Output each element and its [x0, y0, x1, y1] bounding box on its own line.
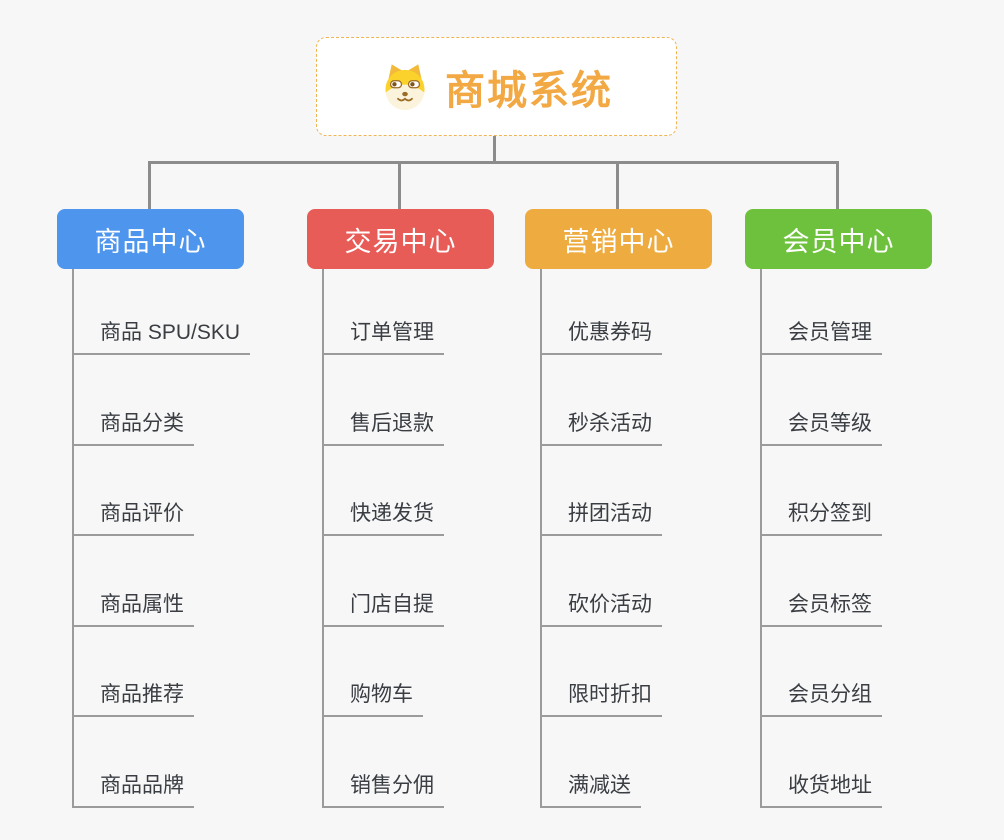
branch-label: 营销中心: [562, 226, 675, 257]
leaf-label: 会员标签: [788, 592, 872, 616]
leaf-node[interactable]: 积分签到: [762, 446, 882, 536]
leaf-node[interactable]: 砍价活动: [542, 536, 662, 627]
connector-drop-trade: [398, 161, 401, 210]
leaf-node[interactable]: 商品推荐: [74, 627, 194, 717]
leaf-node[interactable]: 满减送: [542, 717, 641, 808]
connector-root-trunk: [493, 135, 496, 162]
leaf-list-marketing-center: 优惠券码 秒杀活动 拼团活动 砍价活动 限时折扣 满减送: [540, 269, 712, 808]
leaf-label: 秒杀活动: [568, 411, 652, 435]
leaf-label: 商品评价: [100, 502, 184, 525]
leaf-list-member-center: 会员管理 会员等级 积分签到 会员标签 会员分组 收货地址: [760, 269, 932, 808]
connector-drop-product: [148, 161, 151, 210]
doge-icon: [385, 63, 425, 110]
leaf-label: 商品品牌: [100, 773, 184, 797]
leaf-label: 优惠券码: [568, 321, 652, 344]
leaf-node[interactable]: 门店自提: [324, 536, 444, 627]
leaf-label: 售后退款: [350, 411, 434, 435]
branch-label: 交易中心: [344, 226, 457, 257]
leaf-label: 会员分组: [788, 683, 872, 706]
root-title: 商城系统: [445, 68, 613, 113]
leaf-node[interactable]: 会员管理: [762, 269, 882, 355]
leaf-label: 商品属性: [100, 592, 184, 616]
branch-column-marketing-center: 营销中心 优惠券码 秒杀活动 拼团活动 砍价活动 限时折扣 满减送: [525, 209, 712, 808]
leaf-node[interactable]: 商品 SPU/SKU: [74, 269, 251, 355]
leaf-node[interactable]: 拼团活动: [542, 446, 662, 536]
branch-column-member-center: 会员中心 会员管理 会员等级 积分签到 会员标签 会员分组 收货地址: [745, 209, 932, 808]
leaf-node[interactable]: 会员标签: [762, 536, 882, 627]
leaf-node[interactable]: 商品评价: [74, 446, 194, 536]
leaf-node[interactable]: 售后退款: [324, 355, 444, 446]
leaf-node[interactable]: 秒杀活动: [542, 355, 662, 446]
leaf-label: 拼团活动: [568, 502, 652, 525]
leaf-node[interactable]: 会员等级: [762, 355, 882, 446]
connector-drop-member: [836, 161, 839, 210]
leaf-label: 满减送: [568, 773, 631, 797]
leaf-label: 砍价活动: [568, 592, 652, 616]
leaf-label: 快递发货: [350, 502, 434, 525]
leaf-label: 门店自提: [350, 592, 434, 616]
connector-drop-marketing: [616, 161, 619, 210]
leaf-label: 会员管理: [788, 321, 872, 344]
leaf-node[interactable]: 商品品牌: [74, 717, 194, 808]
leaf-node[interactable]: 商品分类: [74, 355, 194, 446]
branch-column-trade-center: 交易中心 订单管理 售后退款 快递发货 门店自提 购物车 销售分佣: [307, 209, 494, 808]
leaf-label: 会员等级: [788, 411, 872, 435]
leaf-label: 销售分佣: [350, 773, 434, 797]
connector-horizontal: [148, 161, 839, 164]
leaf-node[interactable]: 限时折扣: [542, 627, 662, 717]
root-node[interactable]: 商城系统: [316, 37, 677, 136]
leaf-label: 积分签到: [788, 502, 872, 525]
leaf-label: 限时折扣: [568, 683, 652, 706]
leaf-label: 商品 SPU/SKU: [100, 321, 241, 344]
leaf-node[interactable]: 购物车: [324, 627, 423, 717]
leaf-list-trade-center: 订单管理 售后退款 快递发货 门店自提 购物车 销售分佣: [322, 269, 494, 808]
leaf-node[interactable]: 订单管理: [324, 269, 444, 355]
branch-label: 商品中心: [94, 226, 207, 257]
branch-node-member-center[interactable]: 会员中心: [745, 209, 932, 269]
leaf-label: 购物车: [350, 683, 413, 706]
leaf-node[interactable]: 会员分组: [762, 627, 882, 717]
leaf-label: 订单管理: [350, 321, 434, 344]
leaf-node[interactable]: 优惠券码: [542, 269, 662, 355]
branch-column-product-center: 商品中心 商品 SPU/SKU 商品分类 商品评价 商品属性 商品推荐 商品品牌: [57, 209, 251, 808]
leaf-label: 商品推荐: [100, 683, 184, 706]
branch-node-product-center[interactable]: 商品中心: [57, 209, 244, 269]
branch-node-trade-center[interactable]: 交易中心: [307, 209, 494, 269]
leaf-list-product-center: 商品 SPU/SKU 商品分类 商品评价 商品属性 商品推荐 商品品牌: [72, 269, 251, 808]
branch-node-marketing-center[interactable]: 营销中心: [525, 209, 712, 269]
leaf-node[interactable]: 商品属性: [74, 536, 194, 627]
branch-label: 会员中心: [782, 226, 895, 257]
leaf-label: 商品分类: [100, 411, 184, 435]
leaf-label: 收货地址: [788, 773, 872, 797]
leaf-node[interactable]: 收货地址: [762, 717, 882, 808]
leaf-node[interactable]: 快递发货: [324, 446, 444, 536]
leaf-node[interactable]: 销售分佣: [324, 717, 444, 808]
